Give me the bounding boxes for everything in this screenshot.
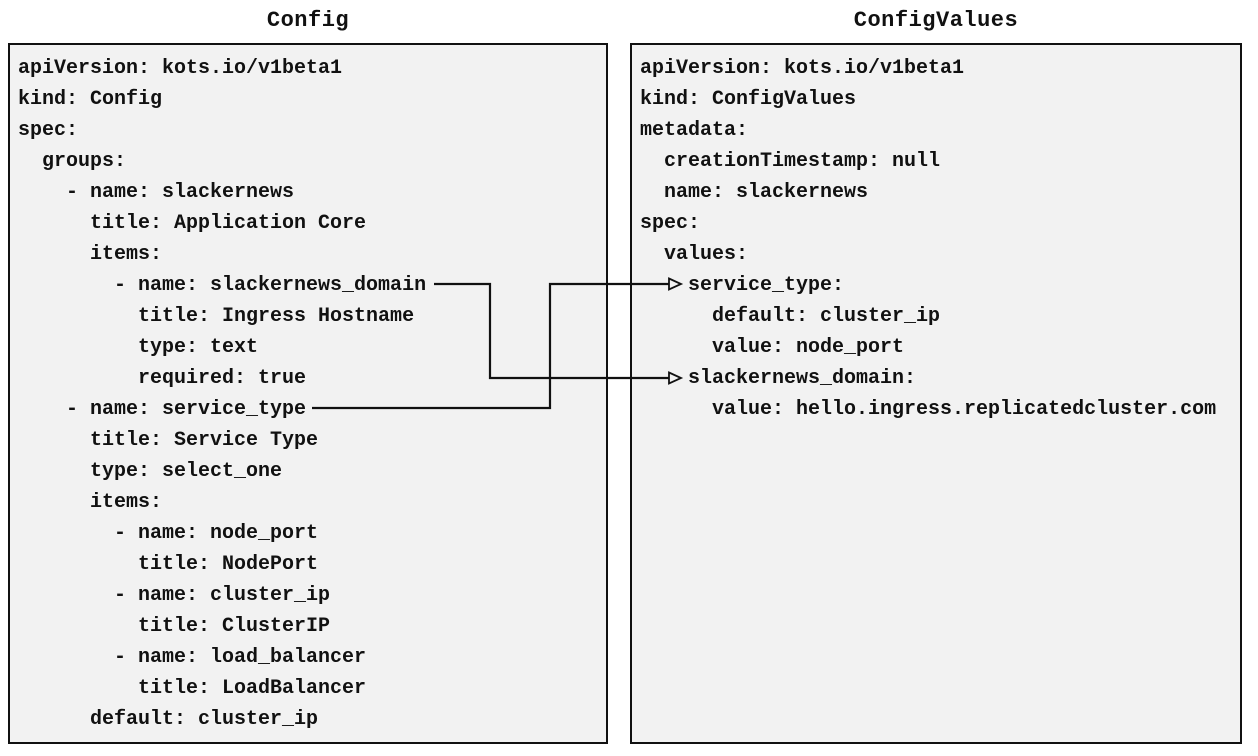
code-line: apiVersion: kots.io/v1beta1 bbox=[18, 57, 343, 80]
code-line: title: Application Core bbox=[18, 212, 367, 235]
code-line: title: Service Type bbox=[18, 429, 319, 452]
code-line: - name: load_balancer bbox=[18, 646, 367, 669]
code-line: spec: bbox=[18, 119, 79, 142]
configvalues-yaml-box: apiVersion: kots.io/v1beta1 kind: ConfigV… bbox=[630, 43, 1242, 744]
code-line: - name: node_port bbox=[18, 522, 319, 545]
code-line: values: bbox=[640, 243, 749, 266]
code-line: spec: bbox=[640, 212, 701, 235]
configvalues-panel-title: ConfigValues bbox=[853, 8, 1019, 33]
code-line: value: hello.ingress.replicatedcluster.c… bbox=[640, 398, 1217, 421]
code-line: items: bbox=[18, 491, 163, 514]
code-line: - name: service_type bbox=[18, 398, 307, 421]
code-line: title: ClusterIP bbox=[18, 615, 331, 638]
code-line: title: LoadBalancer bbox=[18, 677, 367, 700]
code-line: service_type: bbox=[640, 274, 845, 297]
config-yaml-code: apiVersion: kots.io/v1beta1 kind: Config s… bbox=[10, 45, 606, 735]
code-line: groups: bbox=[18, 150, 127, 173]
code-line: items: bbox=[18, 243, 163, 266]
code-line: name: slackernews bbox=[640, 181, 869, 204]
code-line: - name: slackernews_domain bbox=[18, 274, 427, 297]
configvalues-yaml-code: apiVersion: kots.io/v1beta1 kind: ConfigV… bbox=[632, 45, 1240, 425]
code-line: required: true bbox=[18, 367, 307, 390]
code-line: slackernews_domain: bbox=[640, 367, 917, 390]
code-line: creationTimestamp: null bbox=[640, 150, 941, 173]
code-line: type: select_one bbox=[18, 460, 283, 483]
code-line: title: NodePort bbox=[18, 553, 319, 576]
config-panel-title: Config bbox=[266, 8, 350, 33]
code-line: kind: Config bbox=[18, 88, 163, 111]
code-line: type: text bbox=[18, 336, 259, 359]
code-line: - name: slackernews bbox=[18, 181, 295, 204]
code-line: default: cluster_ip bbox=[640, 305, 941, 328]
code-line: kind: ConfigValues bbox=[640, 88, 857, 111]
code-line: - name: cluster_ip bbox=[18, 584, 331, 607]
code-line: apiVersion: kots.io/v1beta1 bbox=[640, 57, 965, 80]
config-yaml-box: apiVersion: kots.io/v1beta1 kind: Config s… bbox=[8, 43, 608, 744]
code-line: default: cluster_ip bbox=[18, 708, 319, 731]
code-line: value: node_port bbox=[640, 336, 905, 359]
code-line: metadata: bbox=[640, 119, 749, 142]
code-line: title: Ingress Hostname bbox=[18, 305, 415, 328]
